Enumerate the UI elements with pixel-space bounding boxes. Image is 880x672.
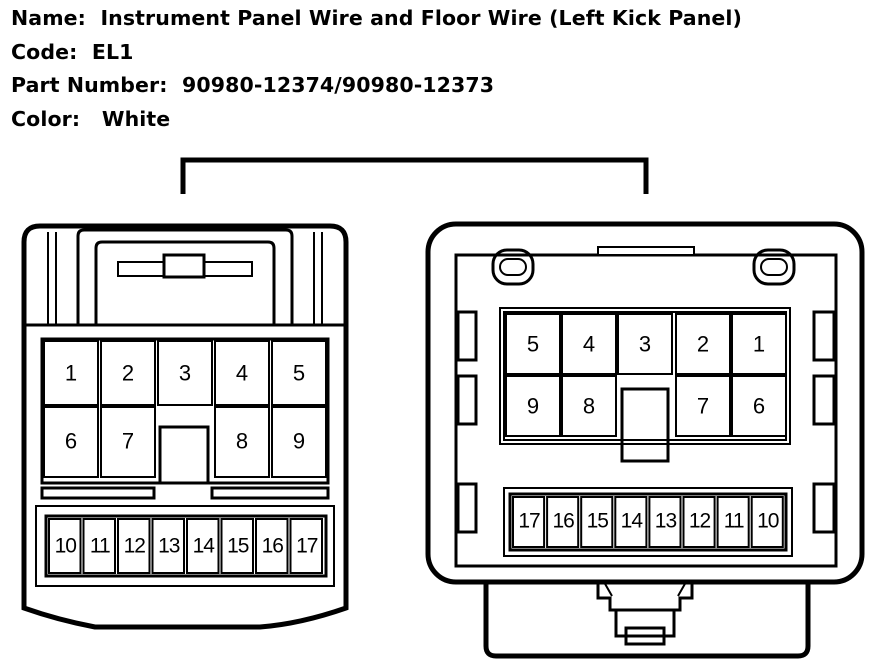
pin-number-label: 5 xyxy=(527,332,539,357)
pin-number-label: 4 xyxy=(583,332,595,357)
pin-number-label: 10 xyxy=(55,535,77,558)
pin-cavity xyxy=(100,340,156,406)
code-line: Code: EL1 xyxy=(11,40,134,64)
name-value: Instrument Panel Wire and Floor Wire (Le… xyxy=(100,6,743,30)
pin-cavity xyxy=(750,496,784,548)
right-connector xyxy=(425,221,865,659)
color-label: Color: xyxy=(11,107,81,131)
pin-number-label: 3 xyxy=(179,361,191,386)
pin-number-label: 12 xyxy=(689,510,711,533)
pin-cavity xyxy=(48,518,82,574)
pin-cavity xyxy=(682,496,716,548)
pin-cavity xyxy=(255,518,289,574)
pin-cavity xyxy=(220,518,254,574)
name-line: Name: Instrument Panel Wire and Floor Wi… xyxy=(11,6,742,30)
code-label: Code: xyxy=(11,40,78,64)
pin-cavity xyxy=(505,375,561,437)
pin-cavity xyxy=(214,406,270,478)
pin-cavity xyxy=(512,496,546,548)
left-connector-housing xyxy=(21,223,349,630)
pin-number-label: 13 xyxy=(158,535,180,558)
pin-cavity xyxy=(505,313,561,375)
pin-number-label: 4 xyxy=(236,361,248,386)
pin-number-label: 17 xyxy=(296,535,318,558)
pin-number-label: 9 xyxy=(527,394,539,419)
pin-cavity xyxy=(82,518,116,574)
part-number-label: Part Number: xyxy=(11,73,168,97)
mating-bracket xyxy=(180,157,649,194)
pin-cavity xyxy=(716,496,750,548)
pin-cavity xyxy=(561,313,617,375)
pin-number-label: 7 xyxy=(122,429,134,454)
left-connector xyxy=(21,223,349,630)
left-guide-rail xyxy=(40,486,156,500)
pin-number-label: 7 xyxy=(697,394,709,419)
pin-cavity xyxy=(580,496,614,548)
pin-number-label: 3 xyxy=(639,332,651,357)
pin-number-label: 11 xyxy=(724,510,744,533)
pin-cavity xyxy=(731,313,787,375)
pin-cavity xyxy=(43,340,99,406)
pin-number-label: 9 xyxy=(293,429,305,454)
pin-cavity xyxy=(157,340,213,406)
pin-number-label: 6 xyxy=(65,429,77,454)
pin-cavity xyxy=(117,518,151,574)
pin-cavity xyxy=(151,518,185,574)
pin-number-label: 14 xyxy=(193,535,216,558)
pin-cavity xyxy=(271,340,327,406)
pin-number-label: 5 xyxy=(293,361,305,386)
pin-number-label: 8 xyxy=(583,394,595,419)
pin-cavity xyxy=(561,375,617,437)
right-connector-housing xyxy=(425,221,865,585)
pin-number-label: 2 xyxy=(122,361,134,386)
name-label: Name: xyxy=(11,6,86,30)
pin-number-label: 8 xyxy=(236,429,248,454)
pin-cavity xyxy=(731,375,787,437)
right-latch xyxy=(483,582,811,659)
pin-cavity xyxy=(546,496,580,548)
pin-cavity xyxy=(614,496,648,548)
pin-number-label: 13 xyxy=(655,510,677,533)
pin-cavity xyxy=(617,313,673,375)
pin-number-label: 6 xyxy=(753,394,765,419)
left-guide-rail xyxy=(210,486,330,500)
pin-cavity xyxy=(271,406,327,478)
pin-cavity xyxy=(186,518,220,574)
color-line: Color: White xyxy=(11,107,170,131)
part-number-value: 90980-12374/90980-12373 xyxy=(182,73,495,97)
pin-cavity xyxy=(43,406,99,478)
pin-number-label: 15 xyxy=(587,510,609,533)
pin-number-label: 12 xyxy=(124,535,146,558)
pin-cavity xyxy=(675,313,731,375)
pin-number-label: 14 xyxy=(621,510,644,533)
pin-cavity xyxy=(675,375,731,437)
pin-number-label: 10 xyxy=(757,510,779,533)
pin-cavity xyxy=(648,496,682,548)
code-value: EL1 xyxy=(91,40,134,64)
pin-cavity xyxy=(214,340,270,406)
pin-number-label: 16 xyxy=(552,510,574,533)
pin-number-label: 2 xyxy=(697,332,709,357)
pin-number-label: 15 xyxy=(227,535,249,558)
pin-cavity xyxy=(289,518,323,574)
part-number-line: Part Number: 90980-12374/90980-12373 xyxy=(11,73,494,97)
pin-number-label: 11 xyxy=(90,535,110,558)
color-value: White xyxy=(101,107,171,131)
left-latch xyxy=(76,228,294,325)
pin-number-label: 1 xyxy=(753,332,765,357)
pin-number-label: 17 xyxy=(518,510,540,533)
pin-number-label: 1 xyxy=(65,361,77,386)
pin-number-label: 16 xyxy=(262,535,284,558)
pin-cavity xyxy=(100,406,156,478)
